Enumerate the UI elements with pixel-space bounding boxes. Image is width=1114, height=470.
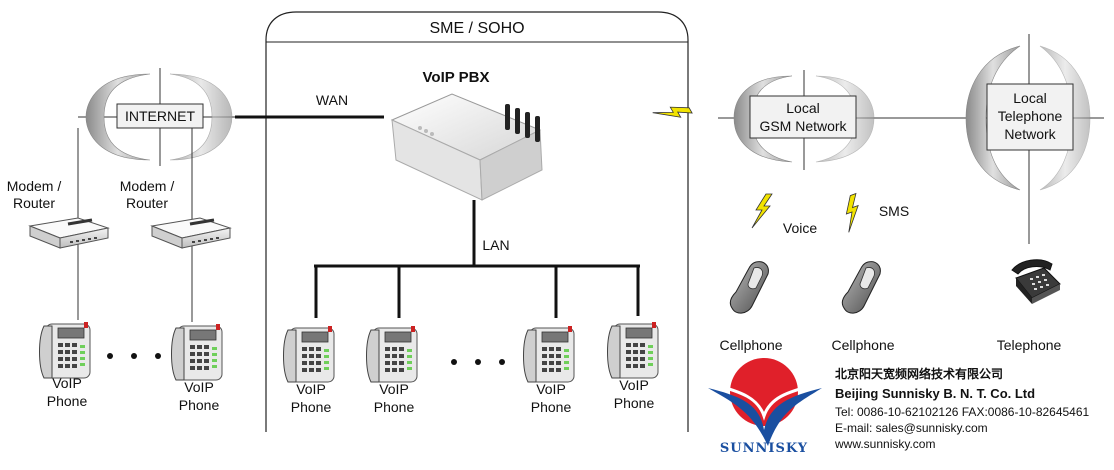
sunnisky-logo: SUNNISKY	[708, 358, 822, 456]
desk-telephone	[1011, 259, 1061, 304]
lan-label: LAN	[482, 237, 509, 253]
voip-phone-label-lan-1-line2: Phone	[291, 399, 332, 415]
voip-phone-label-left-1-line2: Phone	[47, 393, 88, 409]
voip-phone-lan-1	[283, 325, 335, 383]
modem-label-2-line1: Modem /	[120, 178, 175, 194]
voip-phone-label-lan-2-line1: VoIP	[379, 381, 409, 397]
logo-text: SUNNISKY	[720, 441, 808, 456]
company-tel-fax: Tel: 0086-10-62102126 FAX:0086-10-826454…	[835, 405, 1090, 419]
voip-phone-label-lan-4-line1: VoIP	[619, 377, 649, 393]
voice-bolt	[751, 193, 773, 229]
voip-pbx-device	[390, 93, 543, 201]
company-web: www.sunnisky.com	[834, 437, 935, 451]
voip-phone-label-left-1-line1: VoIP	[52, 375, 82, 391]
soho-region: SME / SOHO	[265, 11, 689, 432]
modem-router-2	[150, 216, 232, 250]
modem-label-1-line2: Router	[13, 195, 55, 211]
company-name-en: Beijing Sunnisky B. N. T. Co. Ltd	[835, 386, 1035, 401]
soho-title: SME / SOHO	[429, 20, 524, 37]
cellphone-label-2: Cellphone	[831, 337, 894, 353]
gsm-network-ring: Local GSM Network	[718, 70, 966, 170]
pstn-label-line3: Network	[1004, 126, 1056, 142]
voip-phone-left-2	[171, 323, 223, 381]
cellphone-2	[841, 261, 881, 314]
pstn-label-line1: Local	[1013, 90, 1046, 106]
voip-phone-label-left-2-line1: VoIP	[184, 379, 214, 395]
voip-phone-label-lan-2-line2: Phone	[374, 399, 415, 415]
modem-label-2-line2: Router	[126, 195, 168, 211]
voip-phone-label-lan-4-line2: Phone	[614, 395, 655, 411]
wan-label: WAN	[316, 92, 348, 108]
cellphone-label-1: Cellphone	[719, 337, 782, 353]
voip-phone-label-lan-3-line1: VoIP	[536, 381, 566, 397]
modem-label-1-line1: Modem /	[7, 178, 62, 194]
voip-phone-label-lan-1-line1: VoIP	[296, 381, 326, 397]
sms-label: SMS	[879, 203, 909, 219]
company-name-cn: 北京阳天宽频网络技术有限公司	[835, 366, 1003, 381]
sms-bolt	[836, 193, 868, 233]
pbx-title: VoIP PBX	[423, 69, 490, 86]
ellipsis-dots-lan	[451, 359, 505, 365]
telephone-network-ring: Local Telephone Network	[965, 34, 1104, 244]
voip-phone-label-left-2-line2: Phone	[179, 397, 220, 413]
voip-phone-lan-2	[366, 325, 418, 383]
cellphone-1	[729, 261, 769, 314]
gsm-label-line2: GSM Network	[759, 118, 847, 134]
left-wiring	[77, 128, 193, 322]
gsm-label-line1: Local	[786, 100, 819, 116]
wireless-link-bolt	[652, 95, 693, 131]
voip-phone-label-lan-3-line2: Phone	[531, 399, 572, 415]
voip-phone-lan-3	[523, 325, 575, 383]
company-email: E-mail: sales@sunnisky.com	[835, 421, 988, 435]
pstn-label-line2: Telephone	[998, 108, 1063, 124]
ellipsis-dots-left	[107, 353, 161, 359]
voip-phone-left-1	[39, 321, 91, 379]
telephone-label: Telephone	[997, 337, 1062, 353]
voip-phone-lan-4	[607, 321, 659, 379]
internet-label: INTERNET	[125, 108, 195, 124]
internet-ring: INTERNET	[78, 68, 235, 166]
voice-label: Voice	[783, 220, 817, 236]
modem-router-1	[28, 216, 110, 250]
lan-bus	[314, 200, 640, 318]
